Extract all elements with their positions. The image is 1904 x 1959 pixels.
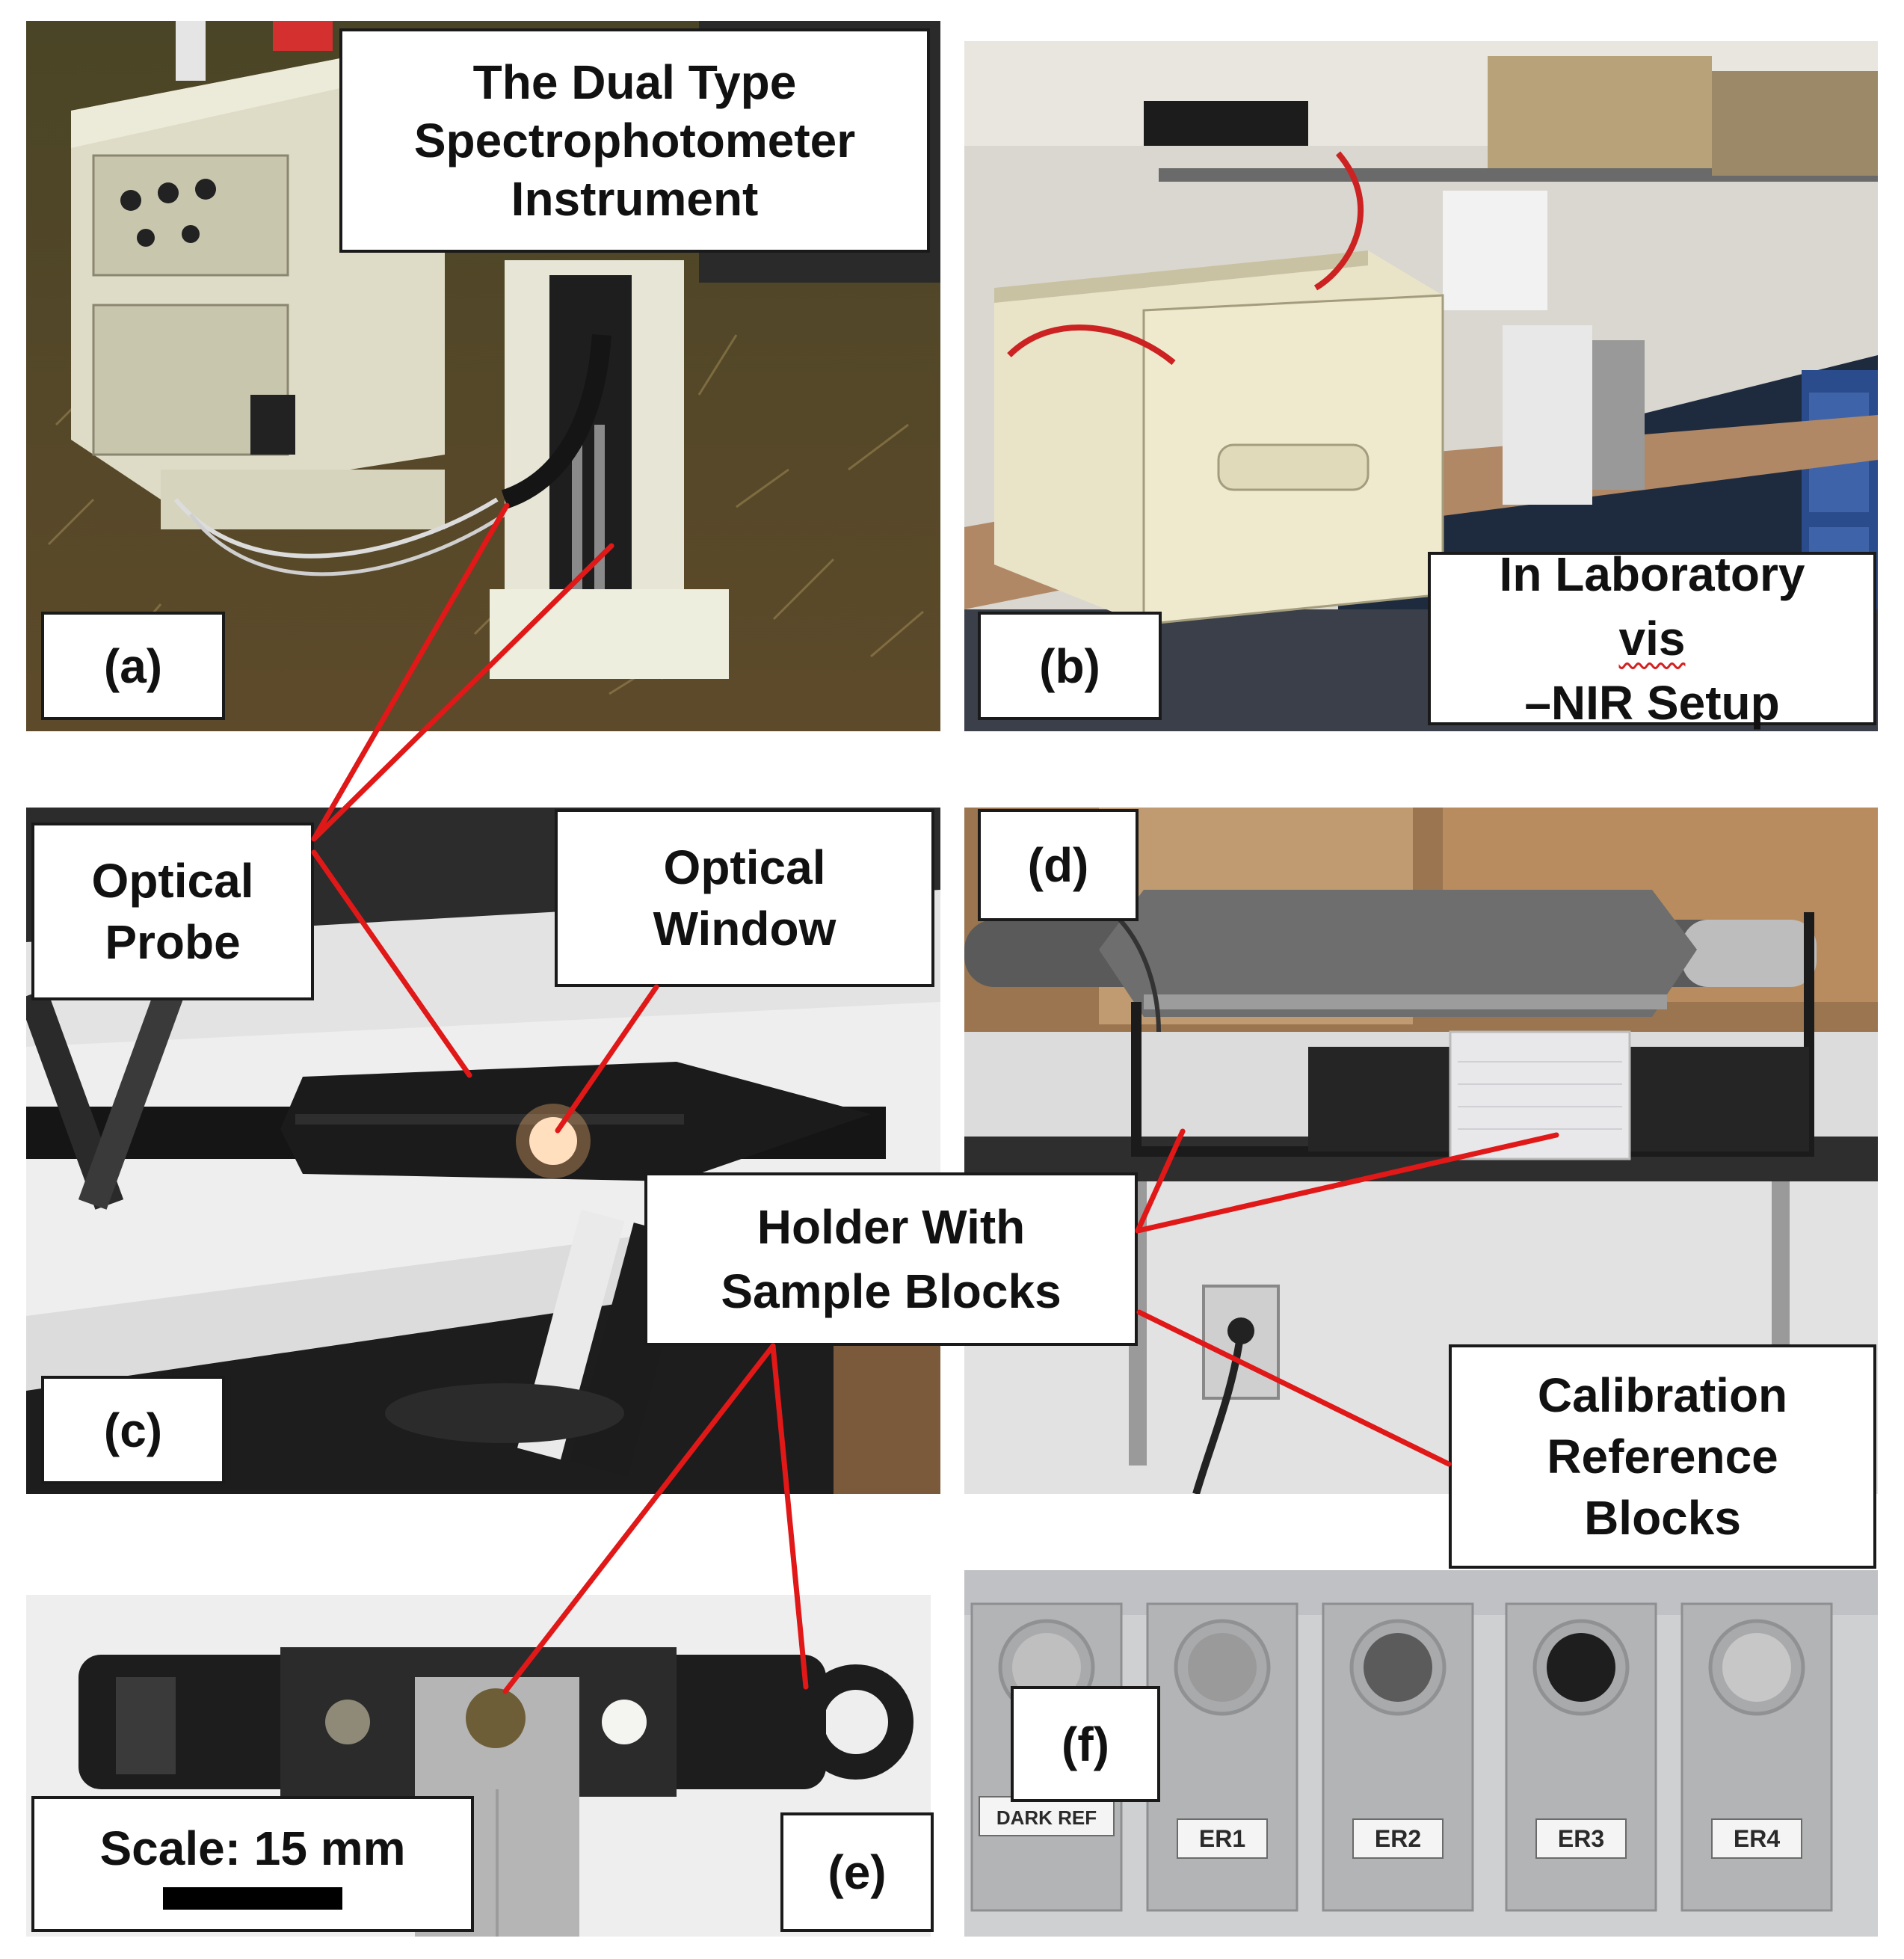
photo-panel-f: DARK REF ER1 ER2 ER3 ER4 — [964, 1570, 1878, 1937]
optical-probe-line-2: Probe — [105, 915, 241, 969]
lab-setup-callout-line-1: In Laboratory — [1499, 547, 1805, 601]
instrument-callout: The Dual Type Spectrophotometer Instrume… — [339, 28, 930, 253]
block-label-text: ER4 — [1734, 1825, 1780, 1852]
block-label-sticker — [979, 1796, 1115, 1836]
block-reference-disk — [1722, 1633, 1791, 1702]
optical-window-line-1: Optical — [663, 840, 826, 894]
block-label-text: DARK REF — [996, 1806, 1097, 1829]
calibration-line-3: Blocks — [1584, 1491, 1741, 1545]
holder-callout: Holder With Sample Blocks — [644, 1172, 1138, 1346]
block-label-sticker — [1535, 1818, 1627, 1859]
block-label-text: ER3 — [1558, 1825, 1604, 1852]
optical-probe-callout: Optical Probe — [31, 822, 314, 1000]
holder-line-1: Holder With — [757, 1200, 1026, 1254]
block-label-text: ER1 — [1199, 1825, 1245, 1852]
calibration-callout: Calibration Reference Blocks — [1449, 1344, 1876, 1569]
block-label-text: ER2 — [1375, 1825, 1421, 1852]
panel-label-f: (f) — [1011, 1686, 1160, 1802]
scale-bar-box: Scale: 15 mm — [31, 1796, 474, 1932]
optical-probe-line-1: Optical — [91, 854, 254, 908]
block-reference-disk — [1012, 1633, 1081, 1702]
spellcheck-underlined-word: vis — [1618, 612, 1686, 665]
scale-bar — [163, 1887, 342, 1910]
panel-label-c: (c) — [41, 1376, 225, 1484]
lab-setup-callout: In Laboratory vis –NIR Setup — [1428, 547, 1876, 730]
scale-text: Scale: 15 mm — [99, 1821, 406, 1875]
panel-label-a: (a) — [41, 612, 225, 720]
block-reference-disk — [1547, 1633, 1615, 1702]
block-label-sticker — [1177, 1818, 1268, 1859]
optical-window-callout: Optical Window — [555, 809, 934, 987]
block-reference-disk — [1188, 1633, 1257, 1702]
calibration-line-1: Calibration — [1537, 1368, 1788, 1422]
holder-line-2: Sample Blocks — [721, 1264, 1062, 1318]
calibration-line-2: Reference — [1547, 1430, 1778, 1483]
lab-setup-callout-line-2: vis –NIR Setup — [1524, 606, 1779, 735]
block-label-sticker — [1352, 1818, 1444, 1859]
panel-label-d: (d) — [978, 809, 1139, 921]
block-label-sticker — [1711, 1818, 1802, 1859]
instrument-callout-line-2: Spectrophotometer — [413, 114, 856, 167]
block-reference-disk — [1364, 1633, 1432, 1702]
instrument-callout-line-1: The Dual Type — [472, 55, 797, 109]
optical-window-line-2: Window — [653, 902, 837, 956]
panel-label-b: (b) — [978, 612, 1162, 720]
instrument-callout-line-3: Instrument — [511, 172, 759, 226]
lab-setup-callout-line-2-rest: –NIR Setup — [1524, 676, 1780, 730]
panel-label-e: (e) — [780, 1812, 934, 1932]
